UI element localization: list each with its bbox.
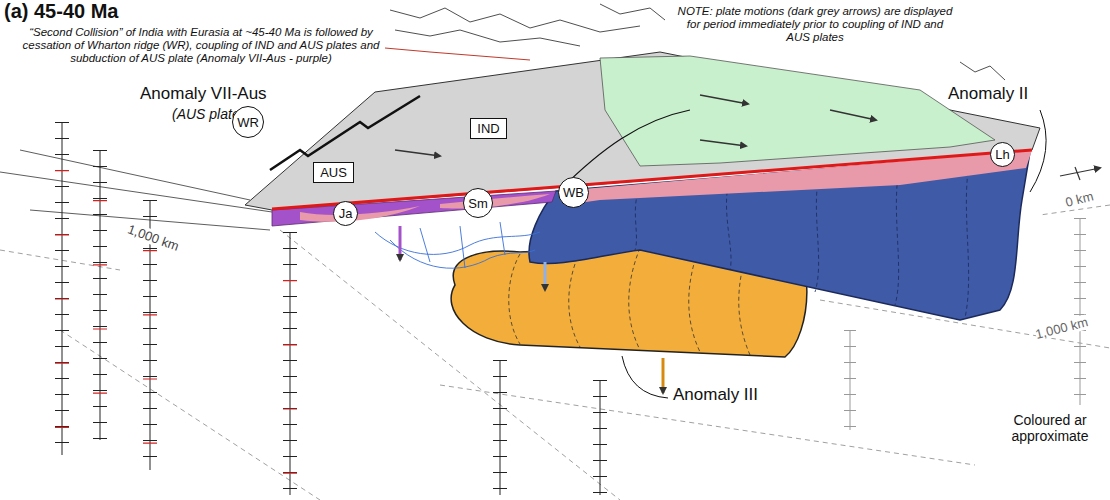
node-text: Ja	[339, 206, 353, 221]
scale-axis	[290, 232, 291, 495]
anomaly-label: Anomaly VII-Aus	[140, 84, 267, 104]
box-edge	[20, 150, 250, 200]
anomaly-label: Anomaly III	[673, 385, 758, 405]
note-text-text: NOTE: plate motions (dark grey arrows) a…	[678, 5, 953, 43]
depth-label-text: 0 km	[1064, 188, 1095, 209]
scale-ticks	[1074, 218, 1086, 405]
note-text-text: “Second Collision” of India with Eurasia…	[23, 26, 380, 64]
coastline	[960, 62, 1005, 80]
note-text: “Second Collision” of India with Eurasia…	[16, 26, 386, 66]
title: (a) 45-40 Ma	[4, 0, 119, 23]
leader-line	[1030, 110, 1046, 192]
title-text: (a) 45-40 Ma	[4, 0, 119, 22]
motion-arrow	[700, 95, 748, 104]
depth-label-text: 1,000 km	[1034, 314, 1090, 341]
site-circle: WR	[232, 106, 264, 138]
depth-label: 1,000 km	[1034, 315, 1090, 342]
scale-axis	[62, 122, 63, 455]
slab-contours	[375, 222, 540, 268]
site-circle: Sm	[463, 188, 493, 218]
sinking-arrow	[399, 226, 402, 260]
plate-box: IND	[470, 118, 507, 139]
contour	[420, 222, 505, 268]
pink-band	[560, 150, 1032, 205]
depth-label-text: 1,000 km	[126, 222, 181, 254]
scale-ticks	[493, 360, 507, 495]
coastline	[600, 4, 665, 20]
scale-ticks	[55, 122, 69, 455]
box-edges	[0, 150, 272, 230]
leader-line	[622, 356, 668, 398]
contour	[509, 254, 520, 344]
site-circle: Ja	[333, 201, 358, 226]
scale-ticks	[283, 232, 297, 495]
anomaly-label: Anomaly II	[948, 84, 1028, 104]
north-arrow	[1060, 167, 1100, 180]
dashed-line	[440, 385, 975, 465]
node-text: Lh	[995, 147, 1009, 162]
coastline	[390, 8, 640, 32]
north-arrow-line	[1060, 168, 1100, 176]
red-tick	[143, 250, 157, 470]
anomaly-label-text: Anomaly II	[948, 84, 1028, 103]
anomaly-label-text: Anomaly III	[673, 385, 758, 404]
scale-ticks	[93, 150, 107, 440]
scale-axis	[600, 380, 601, 495]
anomaly-label-text: Anomaly VII-Aus	[140, 84, 267, 103]
depth-label: 1,000 km	[125, 222, 180, 254]
north-arrow-tick	[1075, 167, 1080, 180]
coastline	[395, 30, 580, 46]
motion-arrow	[830, 110, 876, 120]
contour	[629, 248, 640, 350]
node-text: IND	[477, 121, 499, 136]
sinking-arrow	[544, 262, 547, 290]
site-circle: Lh	[990, 142, 1015, 167]
plate-box: AUS	[313, 162, 354, 183]
motion-arrow	[395, 150, 440, 156]
red-tick	[55, 170, 69, 455]
node-text: AUS	[320, 165, 347, 180]
caption-fragment: Coloured ar approximate	[994, 412, 1106, 444]
red-tick	[283, 280, 297, 495]
caption-fragment-text: Coloured ar approximate	[1011, 412, 1088, 444]
plate-boundary	[385, 48, 530, 60]
note-text: NOTE: plate motions (dark grey arrows) a…	[676, 5, 954, 45]
motion-arrow	[700, 140, 746, 146]
scale-axis	[100, 150, 101, 440]
plate-surface	[245, 52, 1040, 210]
scale-axis	[1080, 218, 1081, 405]
sinking-arrow	[662, 358, 665, 393]
depth-marks	[62, 170, 290, 495]
red-tick	[93, 200, 107, 440]
dashed-line	[60, 330, 320, 500]
scale-axis	[500, 360, 501, 495]
plate-motions	[395, 95, 876, 156]
site-circle: WB	[558, 177, 589, 208]
india-continent	[600, 56, 995, 166]
wharton-ridge	[270, 96, 420, 170]
scale-ticks	[844, 330, 856, 430]
scale-axis	[850, 330, 851, 430]
pink-lens	[300, 206, 420, 222]
trench-line	[272, 150, 1032, 209]
contour	[965, 158, 970, 318]
contour	[569, 251, 580, 347]
node-text: WR	[237, 115, 259, 130]
node-text: Sm	[468, 196, 488, 211]
scale-ticks	[593, 380, 607, 495]
box-edge	[0, 172, 272, 212]
purple-slab	[272, 191, 556, 226]
node-text: WB	[563, 185, 584, 200]
depth-scales	[62, 122, 1080, 495]
